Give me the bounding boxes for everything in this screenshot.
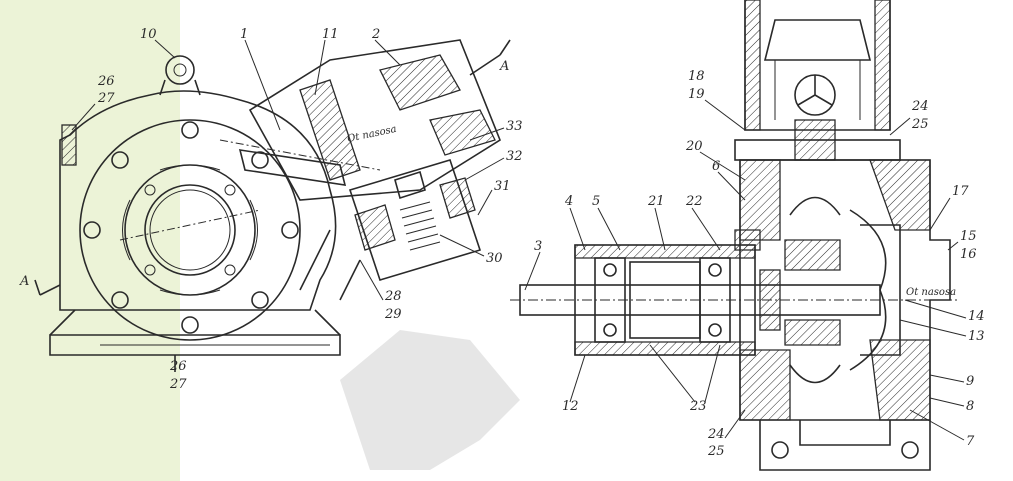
part-label-24-bottom: 24 [707,427,725,442]
left-view-pump-body [49,55,341,372]
part-label-20: 20 [685,139,703,154]
part-label-16: 16 [960,247,977,262]
section-marker-a-left: A [19,274,29,289]
flow-note-left: Ot nasosa [346,124,397,145]
part-label-31: 31 [494,179,511,194]
part-label-5: 5 [592,194,600,209]
part-label-30: 30 [486,251,503,266]
part-label-25-bottom: 25 [707,444,725,459]
part-label-15: 15 [960,229,977,244]
part-label-17: 17 [952,184,969,199]
part-label-24-top: 24 [911,99,929,114]
right-view-sectional-drawing [510,0,960,471]
watermark-logo [0,0,520,481]
part-label-18: 18 [688,69,705,84]
part-label-3: 3 [534,239,542,254]
part-label-19: 19 [688,87,705,102]
right-view-labels: 18 19 24 25 20 6 4 5 21 22 17 15 16 3 14… [524,69,985,459]
part-label-21: 21 [647,194,665,209]
part-label-12: 12 [562,399,579,414]
flange-bolt-holes [83,121,299,334]
part-label-25-top: 25 [911,117,929,132]
part-label-7: 7 [966,434,975,449]
part-label-11: 11 [322,27,339,42]
part-label-26-bottom: 26 [169,359,187,374]
part-label-4: 4 [564,194,573,209]
part-label-14: 14 [968,309,985,324]
part-label-33: 33 [506,119,523,134]
part-label-28: 28 [384,289,402,304]
part-label-6: 6 [712,159,720,174]
part-label-27-bottom: 27 [169,377,187,392]
part-label-27-top: 27 [97,91,115,106]
part-label-13: 13 [968,329,985,344]
relief-valve-assembly [34,39,511,301]
part-label-22: 22 [685,194,703,209]
part-label-1: 1 [240,27,248,42]
part-label-32: 32 [506,149,523,164]
part-label-2: 2 [371,27,380,42]
flow-note-right: Ot nasosa [906,287,956,298]
part-label-10: 10 [140,27,157,42]
part-label-26-top: 26 [97,74,115,89]
part-label-8: 8 [966,399,974,414]
part-label-9: 9 [966,374,974,389]
part-label-23: 23 [689,399,707,414]
part-label-29: 29 [384,307,402,322]
section-marker-a-top: A [499,59,509,74]
